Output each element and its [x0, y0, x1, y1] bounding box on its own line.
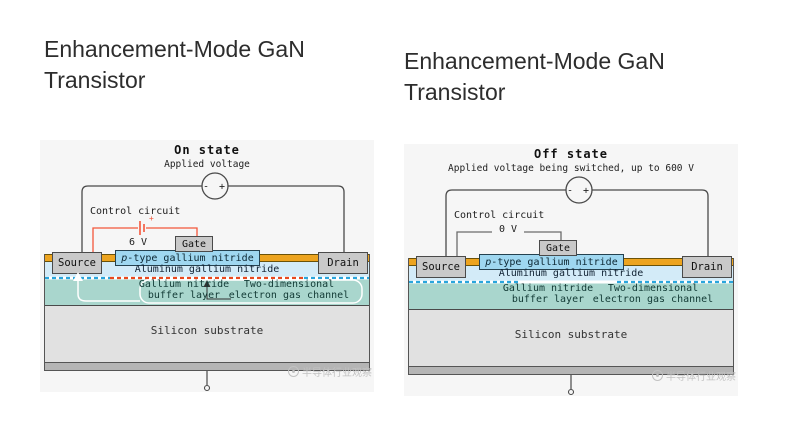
control-wire-right — [524, 231, 562, 240]
channel-label-line2: electron gas channel — [592, 294, 714, 305]
channel-label: Two-dimensional electron gas channel — [219, 279, 359, 301]
pgan-label-italic-p: p — [485, 256, 492, 268]
drain-electrode: Drain — [318, 252, 368, 274]
silicon-substrate-layer — [408, 310, 734, 366]
watermark-text: 半导体行业观察 — [302, 368, 372, 379]
applied-voltage-label: Applied voltage being switched, up to 60… — [448, 163, 694, 174]
page-title-right: Enhancement-Mode GaN Transistor — [404, 48, 665, 105]
diagram-off-state: Off state Applied voltage being switched… — [404, 144, 738, 396]
applied-voltage-label: Applied voltage — [164, 159, 250, 170]
channel-label-line2: electron gas channel — [228, 290, 350, 301]
channel-label-line1: Two-dimensional — [243, 279, 335, 290]
source-electrode: Source — [416, 256, 466, 278]
control-wire-right — [146, 227, 198, 236]
buffer-layer-label: Gallium nitride buffer layer — [114, 279, 254, 301]
substrate-ground-terminal — [567, 388, 575, 396]
watermark: 半导体行业观察 — [652, 368, 736, 383]
gate-electrode: Gate — [175, 236, 213, 252]
drain-electrode: Drain — [682, 256, 732, 278]
voltage-source-polarity: - + — [203, 182, 227, 193]
gate-electrode: Gate — [539, 240, 577, 256]
watermark-text: 半导体行业观察 — [666, 372, 736, 383]
gan-buffer-layer — [408, 281, 734, 310]
pgan-label: -type gallium nitride — [127, 252, 254, 264]
state-title: Off state — [533, 147, 609, 161]
state-title: On state — [174, 143, 240, 157]
gate-voltage-label: 6 V — [128, 237, 148, 248]
base-plate-layer — [44, 362, 370, 371]
page-title-left: Enhancement-Mode GaN Transistor — [44, 36, 305, 93]
voltage-source-icon — [201, 172, 229, 200]
substrate-label: Silicon substrate — [150, 324, 264, 337]
channel-label-line1: Two-dimensional — [607, 283, 699, 294]
watermark: 半导体行业观察 — [288, 364, 372, 379]
diagram-on-state: On state Applied voltage p-type gallium … — [40, 140, 374, 392]
buffer-label-line1: Gallium nitride — [502, 283, 594, 294]
watermark-logo-icon — [288, 366, 299, 377]
channel-label: Two-dimensional electron gas channel — [583, 283, 723, 305]
silicon-substrate-layer — [44, 306, 370, 362]
buffer-label-line2: buffer layer — [147, 290, 221, 301]
substrate-label: Silicon substrate — [514, 328, 628, 341]
watermark-logo-icon — [652, 370, 663, 381]
base-plate-layer — [408, 366, 734, 375]
voltage-source-polarity: - + — [567, 186, 591, 197]
pgan-label: -type gallium nitride — [491, 256, 618, 268]
substrate-ground-terminal — [203, 384, 211, 392]
buffer-layer-label: Gallium nitride buffer layer — [478, 283, 618, 305]
pgan-label-italic-p: p — [121, 252, 128, 264]
voltage-source-icon — [565, 176, 593, 204]
algan-label: Aluminum gallium nitride — [498, 268, 644, 279]
control-circuit-label: Control circuit — [90, 206, 181, 217]
buffer-label-line2: buffer layer — [511, 294, 585, 305]
control-circuit-label: Control circuit — [454, 210, 545, 221]
main-loop-wire-right — [228, 185, 345, 252]
buffer-label-line1: Gallium nitride — [138, 279, 230, 290]
algan-label: Aluminum gallium nitride — [134, 264, 280, 275]
gate-voltage-label: 0 V — [493, 224, 523, 235]
control-wire-left — [456, 231, 492, 256]
main-loop-wire-right — [592, 189, 709, 256]
